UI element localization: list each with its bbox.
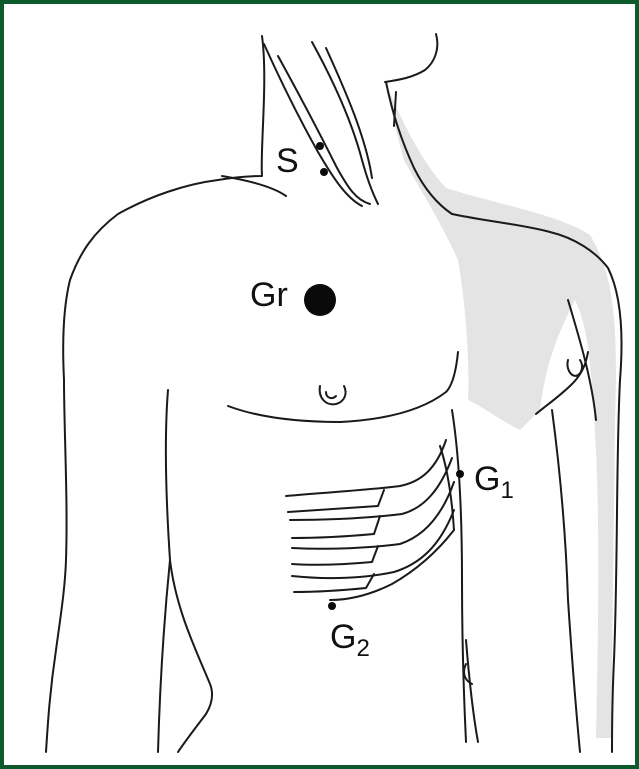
label-g2-main: G bbox=[330, 618, 356, 656]
neck-muscle-strand bbox=[278, 56, 370, 204]
rib-3 bbox=[292, 482, 454, 549]
electrode-ground bbox=[304, 284, 336, 316]
right-flank-line-outer bbox=[466, 640, 478, 742]
rib-1 bbox=[286, 440, 446, 496]
electrode-s-upper bbox=[316, 142, 324, 150]
label-gr: Gr bbox=[250, 276, 288, 314]
left-shoulder-outline bbox=[46, 180, 218, 752]
left-pectoral-line bbox=[228, 352, 458, 422]
left-nipple bbox=[320, 386, 346, 404]
right-nipple bbox=[567, 360, 582, 376]
label-g1-main: G bbox=[474, 460, 500, 498]
body-shading bbox=[388, 88, 616, 738]
right-flank-line bbox=[452, 410, 466, 742]
neck-muscle-strand bbox=[264, 44, 362, 206]
electrode-g2 bbox=[328, 602, 336, 610]
left-arm-contour bbox=[158, 560, 170, 752]
rib-1-inner bbox=[288, 490, 384, 512]
electrode-g1 bbox=[456, 470, 464, 478]
label-g1-subscript: 1 bbox=[500, 477, 513, 504]
label-g2: G2 bbox=[330, 618, 370, 662]
jaw-line bbox=[385, 34, 437, 82]
torso-electrode-diagram: S Gr G1 G2 bbox=[4, 4, 635, 765]
label-g1: G1 bbox=[474, 460, 514, 504]
right-inner-arm-line bbox=[552, 410, 580, 752]
neck-left-outline bbox=[218, 36, 264, 180]
left-nipple-inner bbox=[326, 392, 336, 398]
label-g2-subscript: 2 bbox=[356, 635, 369, 662]
electrode-s-lower bbox=[320, 168, 328, 176]
left-inner-arm-line bbox=[166, 390, 212, 752]
label-s: S bbox=[276, 142, 299, 180]
